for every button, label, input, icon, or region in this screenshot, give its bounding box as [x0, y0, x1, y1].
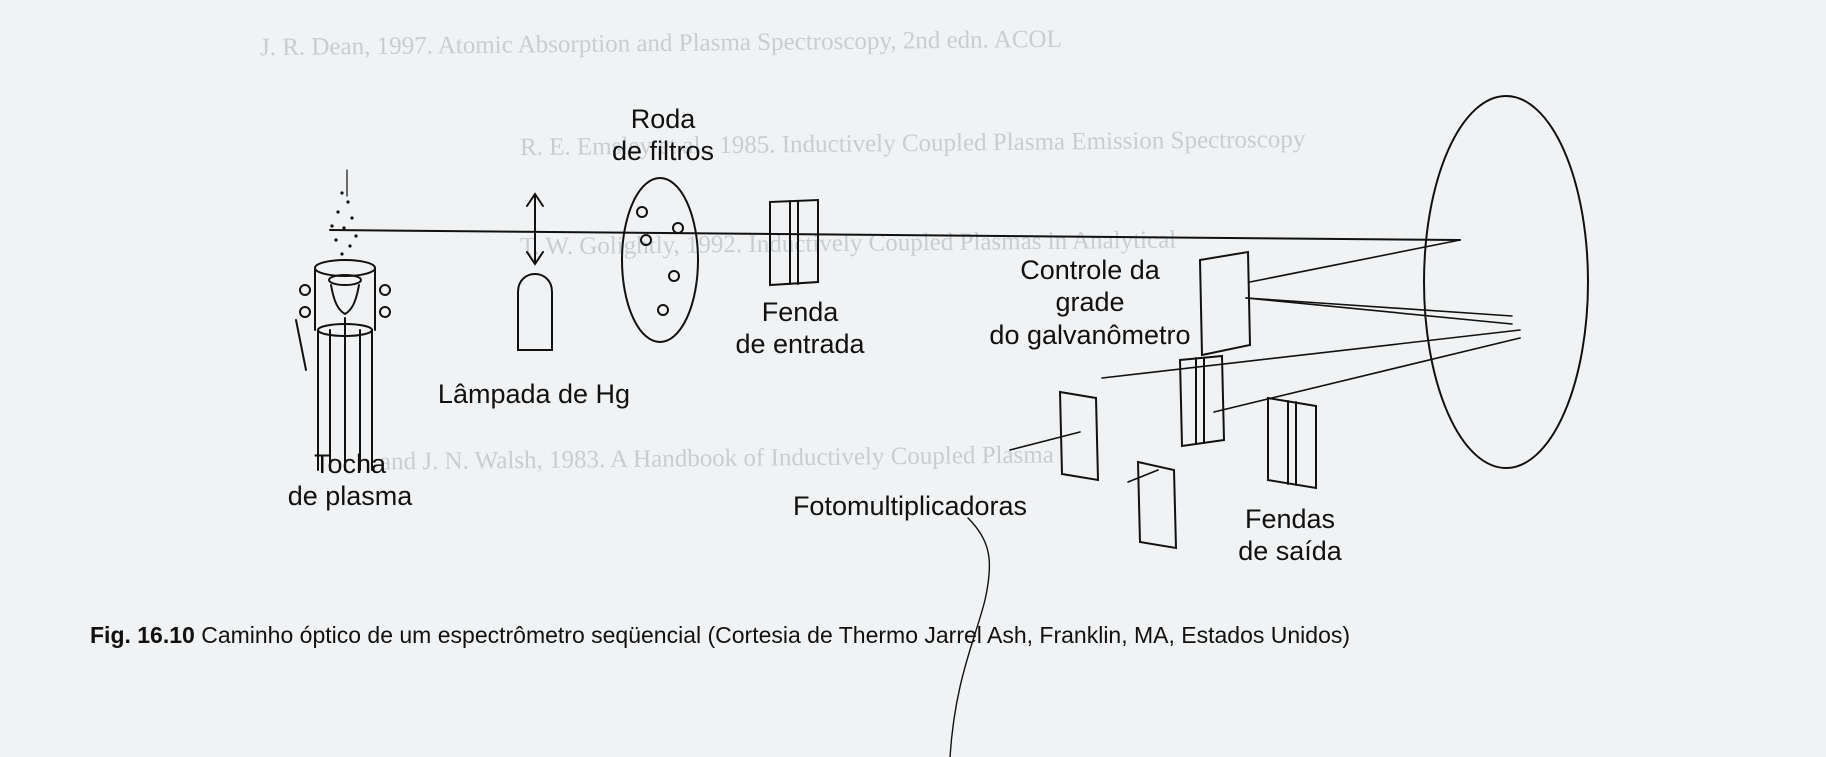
optical-axis [329, 229, 1461, 241]
label-photomultipliers: Fotomultiplicadoras [792, 491, 1028, 521]
label-entrance-slit: Fenda de entrada [735, 297, 865, 360]
figure-caption-text: Caminho óptico de um espectrômetro seqüe… [201, 622, 1351, 648]
label-hg-lamp: Lâmpada de Hg [437, 379, 631, 409]
plasma-particles [330, 191, 358, 256]
grating-control-plate [1198, 250, 1252, 357]
entrance-slit [769, 198, 819, 287]
ray-lines [1009, 239, 1521, 483]
photomultiplier-plate [1136, 460, 1178, 550]
label-plasma-torch: Tocha de plasma [287, 449, 413, 512]
leader-line [949, 517, 991, 757]
filter-wheel [621, 177, 699, 343]
exit-slit [1267, 396, 1317, 490]
label-grating-control: Controle da grade do galvanômetro [989, 255, 1191, 350]
label-filter-wheel: Roda de filtros [611, 104, 715, 167]
label-exit-slits: Fendas de saída [1238, 504, 1342, 567]
figure-number: Fig. 16.10 [90, 622, 195, 648]
photomultiplier-plate [1058, 390, 1100, 482]
plasma-torch [295, 169, 391, 471]
exit-slit [1178, 354, 1226, 448]
figure-caption: Fig. 16.10 Caminho óptico de um espectrô… [90, 622, 1350, 649]
hg-lamp [517, 192, 553, 351]
concave-grating [1423, 95, 1589, 469]
